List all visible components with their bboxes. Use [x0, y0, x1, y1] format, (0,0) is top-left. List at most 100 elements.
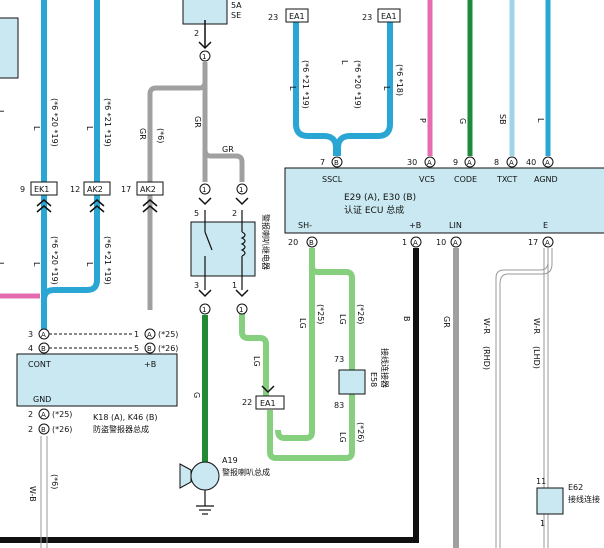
lg4-label: LG: [338, 432, 347, 443]
lg2-label: LG: [338, 314, 347, 325]
relay-arrow-br: [235, 289, 249, 298]
pin1-note: (*25): [158, 330, 178, 339]
relay-conn-top-left: [199, 183, 211, 195]
lg4-note: (*26): [356, 422, 365, 442]
fuse-pin: 2: [194, 29, 199, 38]
svg-text:A: A: [545, 239, 550, 247]
svg-text:A: A: [147, 331, 152, 339]
relay-conn-bot-left: [199, 303, 211, 315]
e58-pin-bot: 83: [334, 401, 344, 410]
k18-pin2b: 2: [28, 425, 33, 434]
svg-text:40: 40: [526, 158, 536, 167]
edge-wire-l: L: [0, 110, 5, 115]
relay-coil: [240, 231, 246, 257]
pin1-num: 1: [134, 330, 139, 339]
svg-text:9: 9: [453, 158, 458, 167]
svg-text:30: 30: [407, 158, 417, 167]
svg-text:AGND: AGND: [534, 175, 558, 184]
ecu-bottom-pin-sh: 20 B: [288, 236, 318, 248]
ecu-lin-label: LIN: [449, 221, 462, 230]
e58-pin-top: 73: [334, 355, 344, 364]
e58-name: E58: [369, 372, 378, 387]
svg-text:1: 1: [202, 186, 206, 194]
ecu-title-2: 认证 ECU 总成: [344, 204, 404, 216]
relay-gr-left-note: (*6): [156, 128, 165, 143]
relay-conn-top-right: [236, 183, 248, 195]
svg-text:10: 10: [436, 238, 446, 247]
k18-box: [16, 353, 178, 407]
fuse-conn: [199, 50, 211, 62]
fuse-arrow: [198, 41, 212, 50]
left-wire-l: L: [32, 126, 41, 131]
pin3-num: 3: [28, 330, 33, 339]
relay-gr-right: GR: [222, 145, 234, 154]
lg2-note: (*26): [356, 304, 365, 324]
svg-text:SSCL: SSCL: [322, 175, 343, 184]
ea1-left-wire: L: [288, 86, 297, 91]
svg-text:1: 1: [202, 53, 206, 61]
relay-gr-mid: GR: [193, 116, 202, 128]
left-partial-box: [0, 17, 19, 79]
merge-wire-label: L: [340, 60, 349, 65]
lg1-note: (*25): [316, 304, 325, 324]
ea1-left-note: (*6 *21 *19): [301, 60, 310, 109]
svg-text:VC5: VC5: [419, 175, 435, 184]
k18-gnd: GND: [33, 395, 51, 404]
svg-text:B: B: [41, 345, 46, 353]
k18-note25: (*25): [52, 410, 72, 419]
svg-text:B: B: [334, 159, 339, 167]
ak2b-arrow: [142, 199, 158, 213]
ecu-plusb-label: +B: [409, 221, 421, 230]
wr-left-label: W-R: [482, 318, 491, 334]
relay-pin2: 2: [232, 209, 237, 218]
svg-text:B: B: [309, 239, 314, 247]
svg-text:A: A: [453, 239, 458, 247]
ea1-right-pin-num: 23: [362, 13, 372, 22]
relay-box: [190, 221, 256, 277]
wb-note: (*6): [50, 474, 59, 489]
ea1-22-arrow: [261, 385, 275, 394]
relay-gr-wires: [147, 62, 245, 310]
left-wire-note: (*6 *20 *19): [50, 98, 59, 147]
svg-text:A: A: [41, 331, 46, 339]
svg-text:A: A: [427, 159, 432, 167]
ek1-box: [30, 181, 58, 196]
relay-arrow-bl: [198, 289, 212, 298]
pin1-conn: [144, 328, 156, 340]
horn-bell: [179, 463, 192, 489]
svg-text:1: 1: [202, 306, 206, 314]
fuse-side-label-2: SE: [231, 11, 241, 20]
ecu-top-pin-code: 9 A CODE: [453, 156, 477, 184]
ea1-right-label: EA1: [381, 12, 397, 21]
pin5-note: (*26): [158, 344, 178, 353]
svg-text:17: 17: [528, 238, 538, 247]
svg-text:A: A: [509, 159, 514, 167]
relay-pin3: 3: [194, 281, 199, 290]
svg-text:A: A: [545, 159, 550, 167]
ecu-top-pin-agnd: 40 A AGND: [526, 156, 558, 184]
svg-text:7: 7: [320, 158, 325, 167]
ea1-right-wire: L: [382, 86, 391, 91]
wr-left-note: (RHD): [482, 346, 491, 370]
ea1-right-note: (*6 *18): [395, 64, 404, 96]
ak2a-box: [83, 181, 111, 196]
lower-left-note: (*6 *20 *19): [50, 236, 59, 285]
relay-switch: [204, 231, 213, 251]
horn-icon: [190, 461, 220, 491]
merge-note: (*6 *20 *19): [353, 60, 362, 109]
ea1-22-label: EA1: [260, 399, 276, 408]
ak2b-box: [136, 181, 164, 196]
ea1-left-pin-num: 23: [268, 13, 278, 22]
ea1-right-box: [377, 8, 401, 23]
k18-pin2a-conn: [38, 408, 50, 420]
ak2a-label: AK2: [87, 185, 103, 194]
ek1-num: 9: [20, 185, 25, 194]
ak2b-label: AK2: [140, 185, 156, 194]
e58-box: [338, 369, 366, 395]
ak2b-num: 17: [121, 185, 131, 194]
relay-conn-bot-right: [236, 303, 248, 315]
ea1-22-num: 22: [242, 398, 252, 407]
e62-box: [536, 487, 564, 515]
svg-text:A: A: [41, 411, 46, 419]
horn-name-cn: 警报喇叭总成: [222, 467, 270, 477]
